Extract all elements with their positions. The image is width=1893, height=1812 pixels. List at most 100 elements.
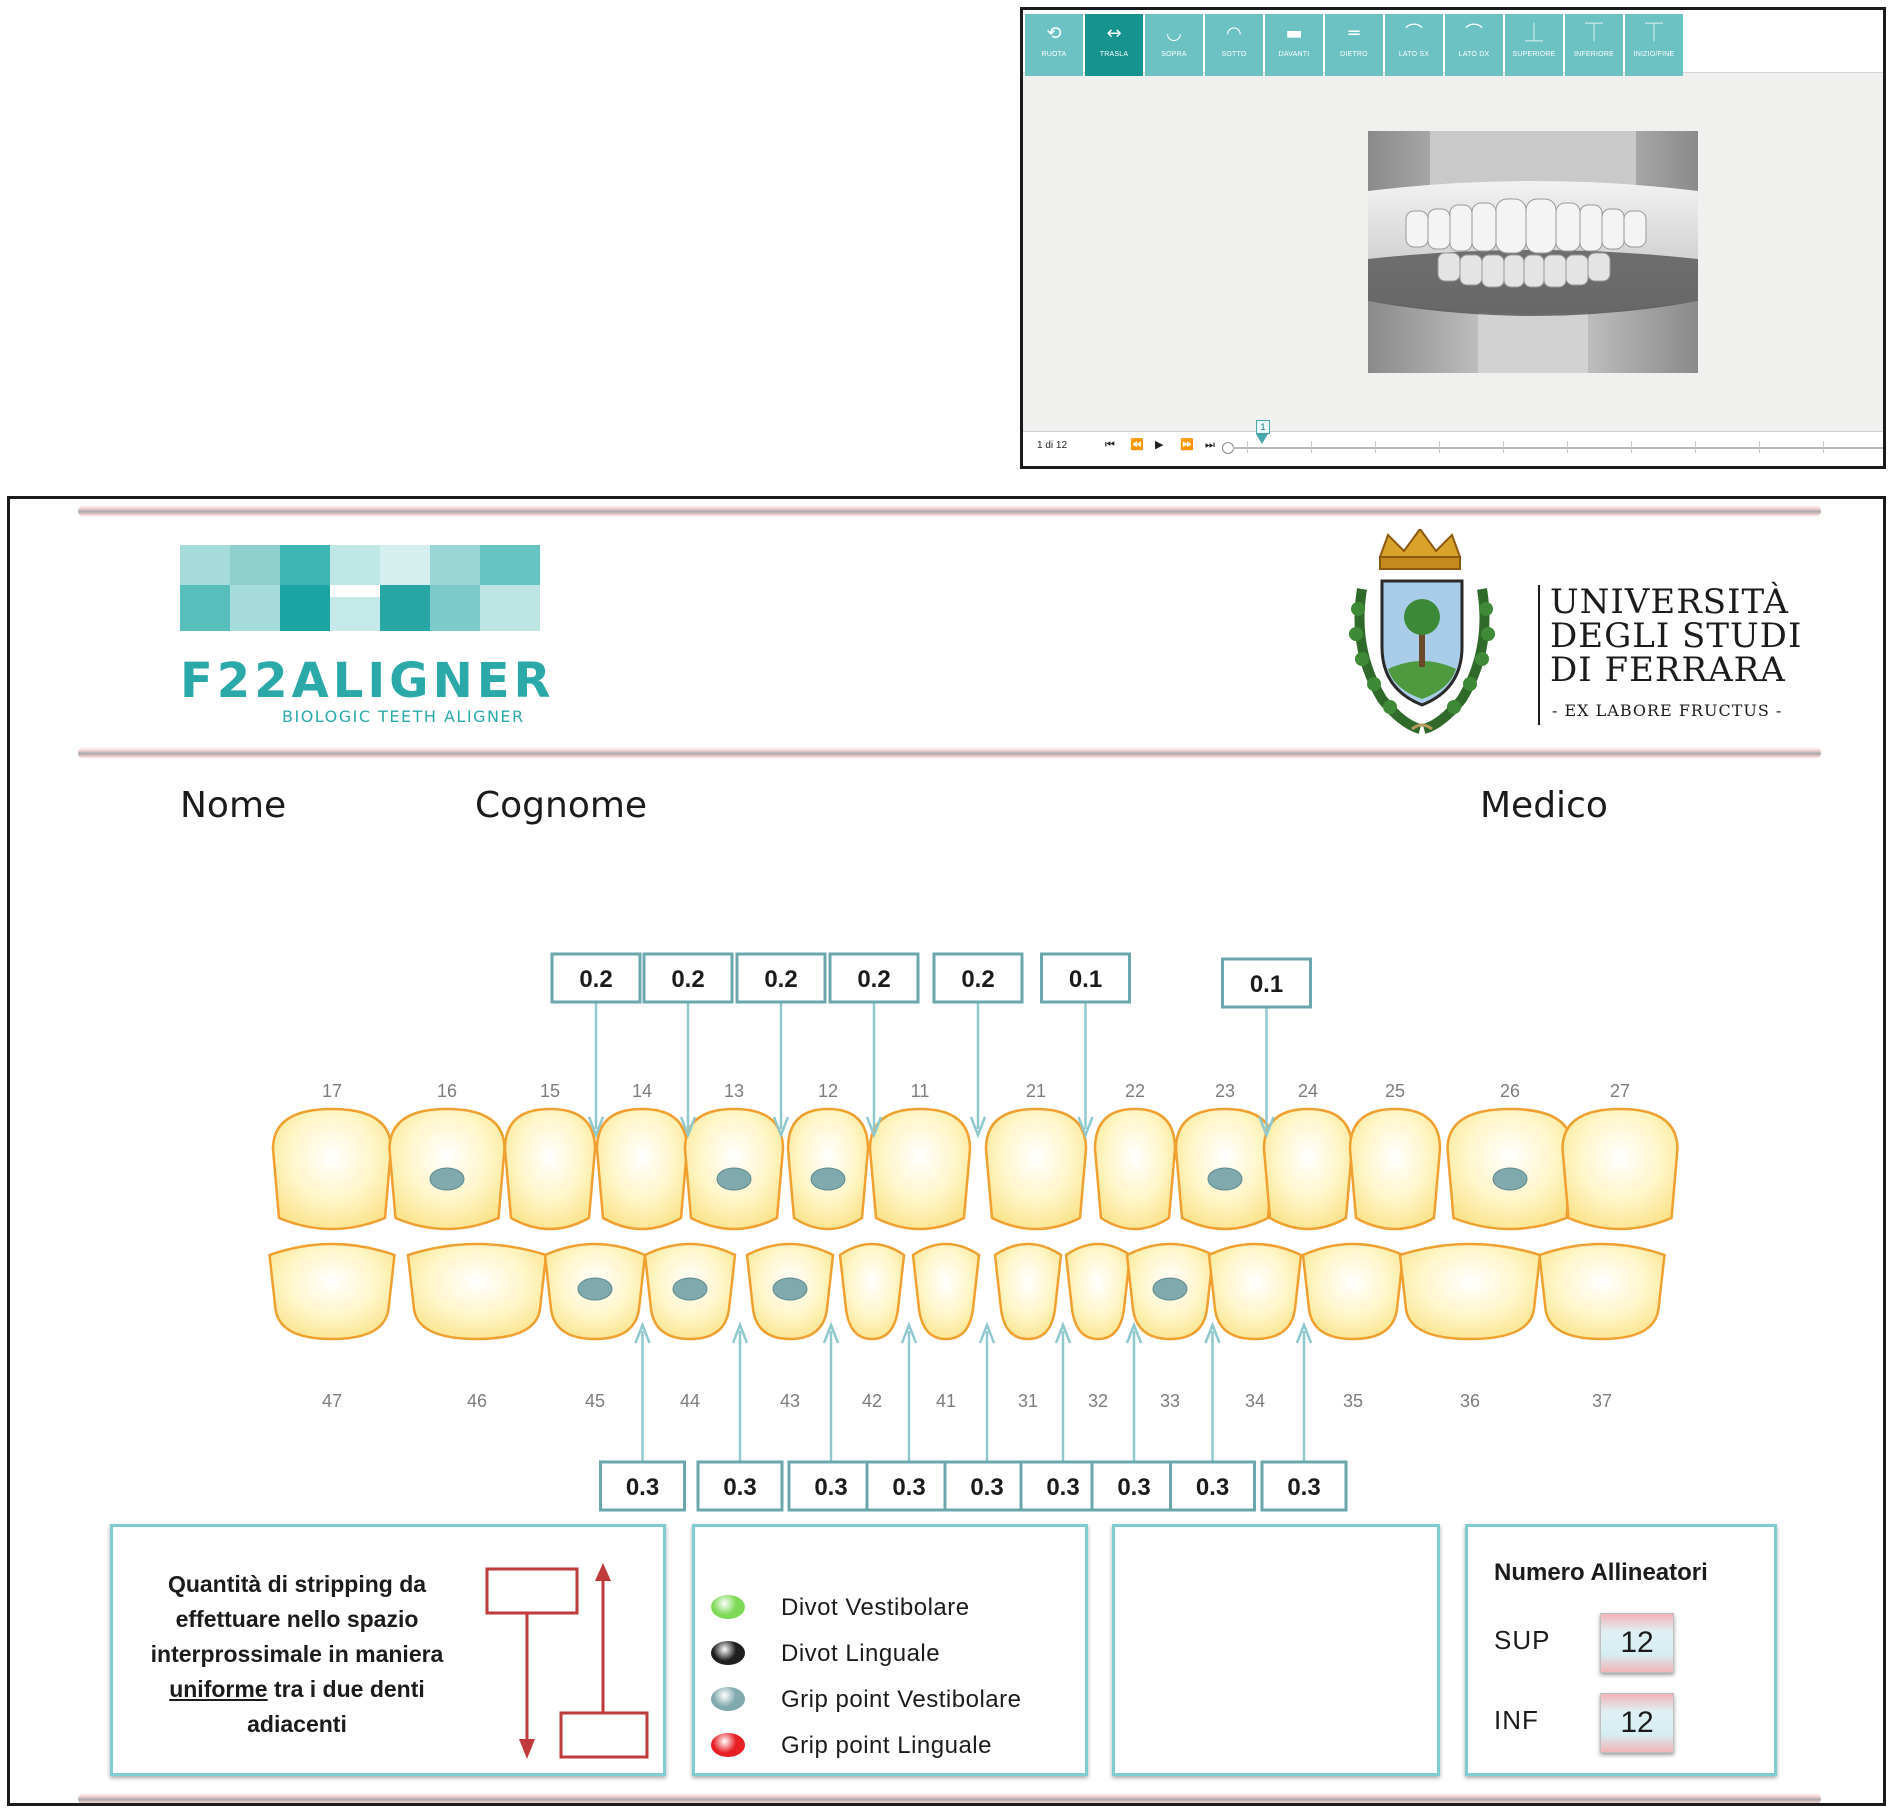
university-seal-icon [1349,529,1495,734]
tooth-35[interactable] [1301,1242,1405,1341]
tool-label: INIZIO/FINE [1633,51,1675,58]
stripping-box[interactable] [1040,952,1131,1004]
tooth-number: 36 [1460,1391,1480,1411]
tool-dietro[interactable]: ═DIETRO [1325,14,1383,76]
tooth-number: 14 [632,1081,652,1101]
arrow-up-icon [1204,1321,1221,1344]
tooth-42[interactable] [838,1242,906,1341]
timeline-tick [1247,441,1248,453]
tooth-37[interactable] [1538,1242,1666,1341]
timeline-stage-marker[interactable]: 1 [1256,420,1270,446]
stripping-value: 0.3 [814,1474,847,1501]
stripping-value: 0.3 [970,1474,1003,1501]
tooth-11[interactable] [868,1107,972,1231]
tooth-21[interactable] [984,1107,1088,1231]
tool-label: LATO DX [1458,51,1490,58]
play-icon[interactable]: ▶ [1155,438,1164,451]
timeline-tick [1759,441,1760,453]
tooth-number: 33 [1160,1391,1180,1411]
logo-divider [1538,585,1540,725]
tool-inferiore[interactable]: ⏉INFERIORE [1565,14,1623,76]
aligner-count-panel: Numero Allineatori SUP 12 INF 12 [1465,1524,1777,1776]
stripping-box[interactable] [696,1460,784,1512]
stripping-box[interactable] [735,952,827,1004]
legend-label: Divot Linguale [781,1640,941,1667]
tooth-47[interactable] [268,1242,396,1341]
tool-lato-dx[interactable]: ⌒ LATO DX [1445,14,1503,76]
tooth-number: 44 [680,1391,700,1411]
grip-point-33 [1152,1277,1188,1301]
tooth-36[interactable] [1398,1242,1542,1341]
upper-aligners-label: SUP [1494,1625,1551,1655]
instruction-text-start: Quantità di stripping da effettuare nell… [150,1571,444,1667]
tooth-24[interactable] [1262,1107,1354,1231]
stripping-value: 0.2 [764,966,797,993]
stripping-box[interactable] [550,952,642,1004]
stripping-value: 0.3 [1117,1474,1150,1501]
arrow-up-icon [1295,1321,1313,1344]
tooth-number: 24 [1298,1081,1318,1101]
upper-aligners-count[interactable]: 12 [1600,1613,1674,1673]
stripping-box[interactable] [932,952,1024,1004]
tool-inizio-fine[interactable]: ⏉INIZIO/FINE [1625,14,1683,76]
tooth-number: 34 [1245,1391,1265,1411]
fast-forward-icon[interactable]: ⏩ [1180,438,1194,451]
tool-superiore[interactable]: ⏊SUPERIORE [1505,14,1563,76]
tool-ruota[interactable]: ⟲RUOTA [1025,14,1083,76]
lower-aligners-count[interactable]: 12 [1600,1693,1674,1753]
stripping-value: 0.1 [1069,966,1102,993]
tool-sopra[interactable]: ◡SOPRA [1145,14,1203,76]
tooth-14[interactable] [595,1107,689,1231]
university-logo: UNIVERSITÀ DEGLI STUDI DI FERRARA - EX L… [1332,529,1822,739]
right-side-icon: ⌒ [1465,23,1483,44]
grip-point-44 [672,1277,708,1301]
timeline-tick [1311,441,1312,453]
tooth-32[interactable] [1064,1242,1132,1341]
dental-model-render [1368,131,1698,373]
view-toolbar: ⟲RUOTA↔TRASLA◡SOPRA ◠ SOTTO ▬DAVANTI═DIETRO… [1023,10,1883,76]
pan-arrows-icon: ↔ [1106,23,1122,44]
tooth-31[interactable] [993,1242,1063,1341]
last-frame-icon[interactable]: ⏭ [1205,438,1215,451]
tool-davanti[interactable]: ▬DAVANTI [1265,14,1323,76]
3d-viewport[interactable] [1023,76,1883,426]
stripping-box[interactable] [642,952,734,1004]
tooth-number: 23 [1215,1081,1235,1101]
grip-point-16 [429,1167,465,1191]
timeline-marker-label: 1 [1256,420,1270,434]
patient-name-label: Nome [180,785,287,826]
timeline-tick [1375,441,1376,453]
tooth-22[interactable] [1093,1107,1177,1231]
stripping-box[interactable] [828,952,920,1004]
arch-bottom-icon: ◠ [1226,23,1242,44]
tool-trasla[interactable]: ↔TRASLA [1085,14,1143,76]
tooth-46[interactable] [406,1242,548,1341]
tooth-15[interactable] [503,1107,597,1231]
stripping-box[interactable] [1260,1460,1348,1512]
tooth-number: 37 [1592,1391,1612,1411]
tool-label: SOTTO [1221,51,1247,58]
tooth-41[interactable] [911,1242,981,1341]
stripping-box[interactable] [1169,1460,1256,1512]
rewind-icon[interactable]: ⏪ [1130,438,1144,451]
tooth-34[interactable] [1207,1242,1303,1341]
stripping-value: 0.3 [1196,1474,1229,1501]
grip-point-26 [1492,1167,1528,1191]
tooth-number: 43 [780,1391,800,1411]
instruction-underlined-word: uniforme [169,1676,268,1702]
stripping-box[interactable] [1221,957,1312,1009]
logo-pixel-mark [180,545,540,631]
notes-panel[interactable] [1112,1524,1440,1776]
university-name: UNIVERSITÀ DEGLI STUDI DI FERRARA [1550,585,1802,687]
tool-label: SOPRA [1161,51,1187,58]
grip-point-23 [1207,1167,1243,1191]
timeline-track[interactable] [1233,441,1883,453]
tooth-27[interactable] [1561,1107,1679,1231]
tool-lato-sx[interactable]: ⌒LATO SX [1385,14,1443,76]
tooth-17[interactable] [271,1107,393,1231]
stripping-box[interactable] [599,1460,686,1512]
tooth-25[interactable] [1348,1107,1442,1231]
tool-sotto[interactable]: ◠ SOTTO [1205,14,1263,76]
stripping-box[interactable] [1090,1460,1178,1512]
first-frame-icon[interactable]: ⏮ [1105,438,1115,451]
